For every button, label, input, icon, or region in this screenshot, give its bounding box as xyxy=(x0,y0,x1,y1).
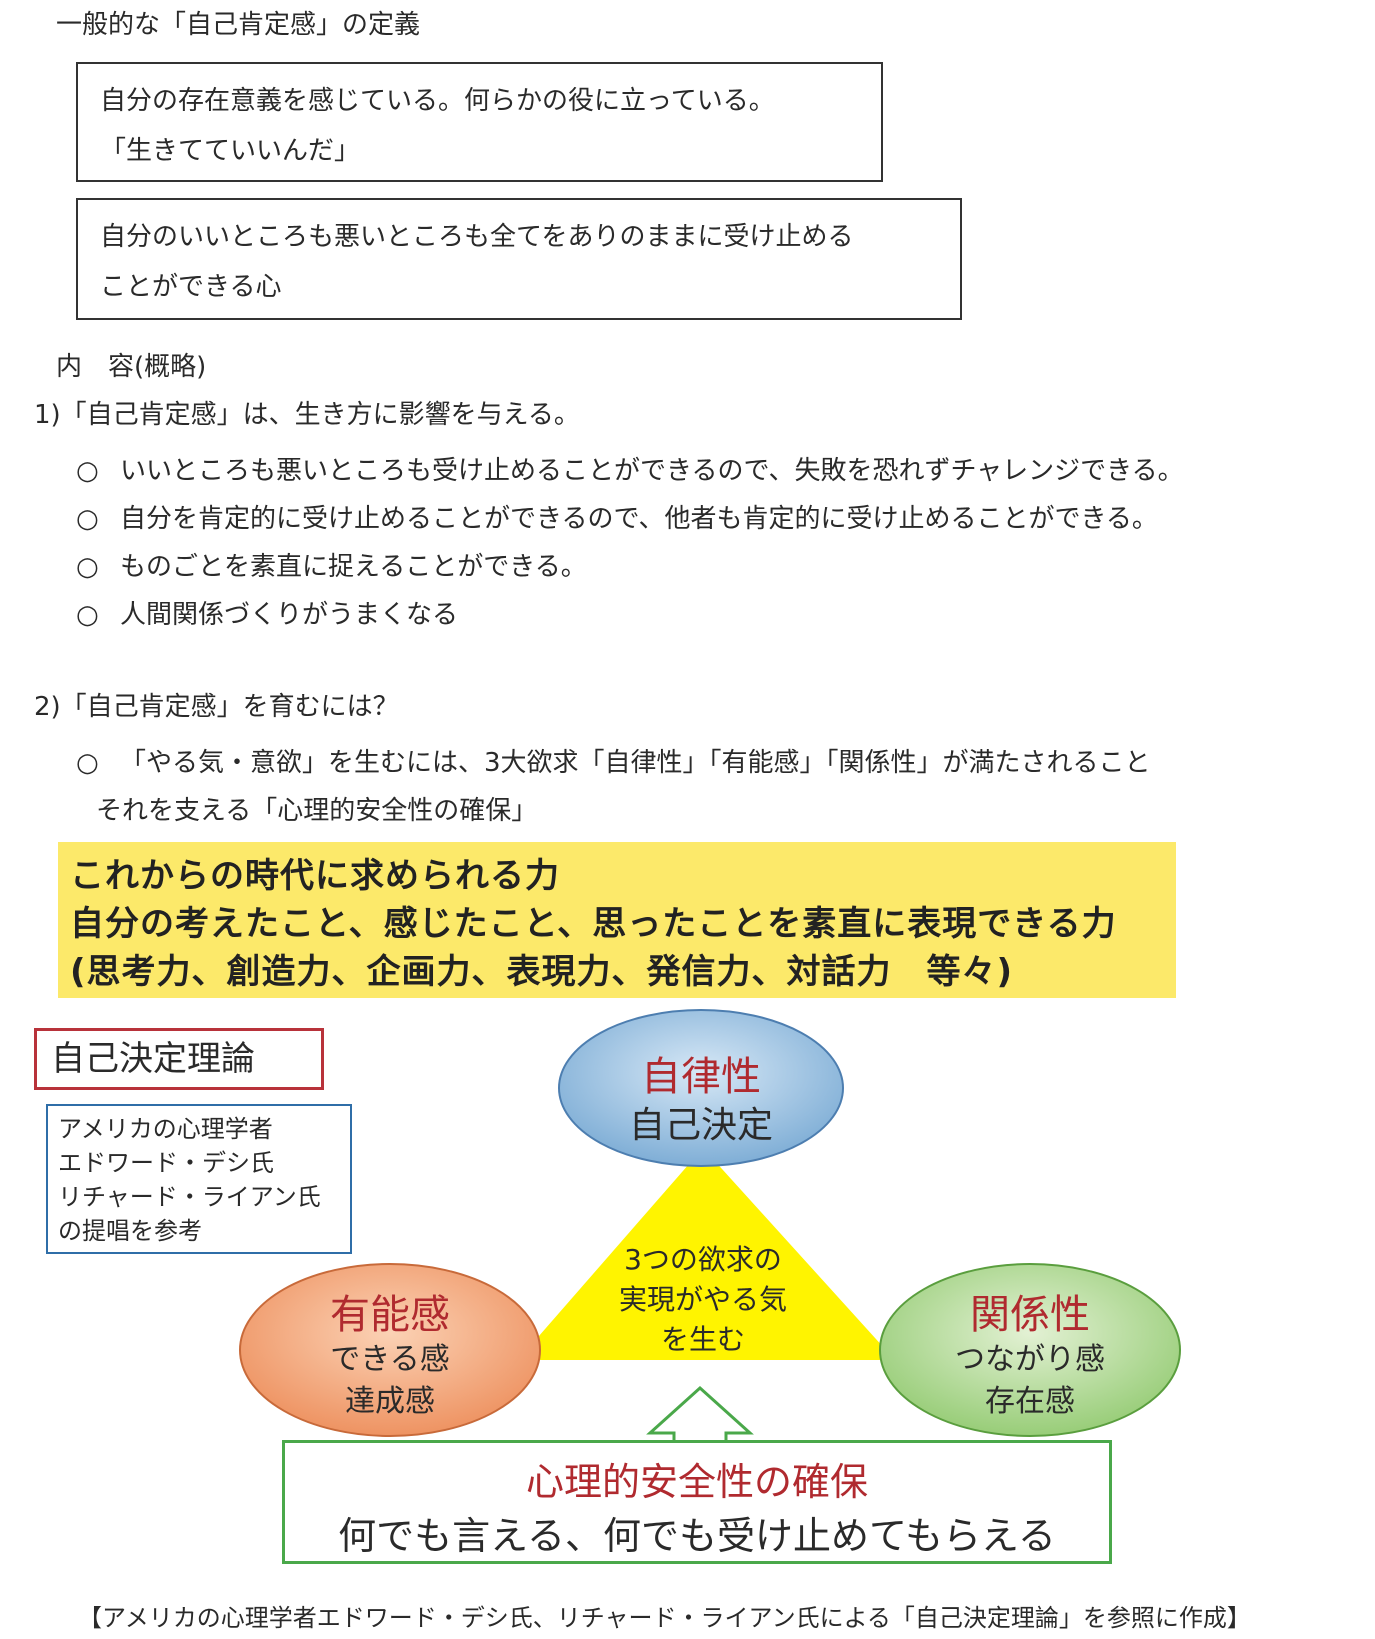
reference-line-3: リチャード・ライアン氏 xyxy=(58,1183,321,1211)
center-line-3: を生む xyxy=(660,1323,745,1356)
content-heading: 内 容(概略) xyxy=(56,352,207,382)
relatedness-label: 関係性 つながり感 存在感 xyxy=(880,1282,1180,1422)
section-1-item-4: ○ 人間関係づくりがうまくなる xyxy=(76,594,458,631)
relatedness-sub-2: 存在感 xyxy=(985,1384,1075,1419)
section-2-item-1-cont: それを支える「心理的安全性の確保」 xyxy=(96,796,538,826)
section-1-item-3-text: ものごとを素直に捉えることができる。 xyxy=(120,552,587,582)
center-triangle xyxy=(518,1148,895,1360)
competence-sub-2: 達成感 xyxy=(345,1384,435,1419)
definition-box-1-line-1: 自分の存在意義を感じている。何らかの役に立っている。 xyxy=(100,86,775,116)
section-1-item-4-text: 人間関係づくりがうまくなる xyxy=(120,600,459,630)
section-2-item-1: ○ 「やる気・意欲」を生むには、3大欲求「自律性」「有能感」「関係性」が満たされる… xyxy=(76,742,1151,779)
section-2-title: 2)「自己肯定感」を育むには？ xyxy=(34,692,399,722)
center-line-2: 実現がやる気 xyxy=(618,1283,787,1316)
highlight-line-3: (思考力、創造力、企画力、表現力、発信力、対話力 等々) xyxy=(70,952,1014,992)
autonomy-sub: 自己決定 xyxy=(628,1105,773,1146)
section-1-item-1: ○ いいところも悪いところも受け止めることができるので、失敗を恐れずチャレンジでき… xyxy=(76,450,1184,487)
bullet-circle-icon: ○ xyxy=(76,552,99,582)
safety-sub: 何でも言える、何でも受け止めてもらえる xyxy=(338,1514,1056,1558)
section-2-item-1-text: 「やる気・意欲」を生むには、3大欲求「自律性」「有能感」「関係性」が満たされるこ… xyxy=(120,748,1151,778)
competence-ellipse xyxy=(239,1263,541,1437)
competence-label: 有能感 できる感 達成感 xyxy=(240,1282,540,1422)
theory-title: 自己決定理論 xyxy=(34,1028,324,1090)
competence-sub-1: できる感 xyxy=(330,1342,450,1377)
bullet-circle-icon: ○ xyxy=(76,456,99,486)
safety-box: 心理的安全性の確保 何でも言える、何でも受け止めてもらえる xyxy=(282,1440,1112,1564)
reference-line-2: エドワード・デシ氏 xyxy=(58,1149,274,1177)
highlight-band: これからの時代に求められる力 自分の考えたこと、感じたこと、思ったことを素直に表… xyxy=(58,842,1176,998)
highlight-line-1: これからの時代に求められる力 xyxy=(70,856,560,896)
bullet-circle-icon: ○ xyxy=(76,748,99,778)
definition-box-2-line-2: ことができる心 xyxy=(100,272,282,302)
definition-box-1: 自分の存在意義を感じている。何らかの役に立っている。 「生きてていいんだ」 xyxy=(76,62,883,182)
definition-box-2: 自分のいいところも悪いところも全てをありのままに受け止める ことができる心 xyxy=(76,198,962,320)
reference-line-1: アメリカの心理学者 xyxy=(58,1115,273,1143)
autonomy-ellipse xyxy=(558,1009,844,1167)
section-1-item-1-text: いいところも悪いところも受け止めることができるので、失敗を恐れずチャレンジできる… xyxy=(120,456,1184,486)
bullet-circle-icon: ○ xyxy=(76,504,99,534)
definition-heading: 一般的な「自己肯定感」の定義 xyxy=(56,10,421,40)
competence-title: 有能感 xyxy=(330,1292,450,1338)
section-1-item-2: ○ 自分を肯定的に受け止めることができるので、他者も肯定的に受け止めることができる… xyxy=(76,498,1158,535)
safety-title: 心理的安全性の確保 xyxy=(525,1460,868,1504)
relatedness-sub-1: つながり感 xyxy=(955,1342,1105,1377)
highlight-line-2: 自分の考えたこと、感じたこと、思ったことを素直に表現できる力 xyxy=(70,904,1117,944)
footer-source: 【アメリカの心理学者エドワード・デシ氏、リチャード・ライアン氏による「自己決定理… xyxy=(78,1604,1251,1632)
reference-line-4: の提唱を参考 xyxy=(58,1217,202,1245)
bullet-circle-icon: ○ xyxy=(76,600,99,630)
relatedness-title: 関係性 xyxy=(970,1292,1090,1338)
definition-box-1-line-2: 「生きてていいんだ」 xyxy=(100,136,361,166)
section-1-item-2-text: 自分を肯定的に受け止めることができるので、他者も肯定的に受け止めることができる。 xyxy=(120,504,1158,534)
autonomy-title: 自律性 xyxy=(641,1054,761,1100)
section-1-item-3: ○ ものごとを素直に捉えることができる。 xyxy=(76,546,587,583)
center-line-1: 3つの欲求の xyxy=(624,1243,782,1276)
reference-box: アメリカの心理学者 エドワード・デシ氏 リチャード・ライアン氏 の提唱を参考 xyxy=(46,1104,352,1254)
center-label: 3つの欲求の 実現がやる気 を生む xyxy=(573,1238,833,1368)
autonomy-label: 自律性 自己決定 xyxy=(559,1044,843,1146)
definition-box-2-line-1: 自分のいいところも悪いところも全てをありのままに受け止める xyxy=(100,222,854,252)
section-1-title: 1)「自己肯定感」は、生き方に影響を与える。 xyxy=(34,400,580,430)
relatedness-ellipse xyxy=(879,1263,1181,1437)
